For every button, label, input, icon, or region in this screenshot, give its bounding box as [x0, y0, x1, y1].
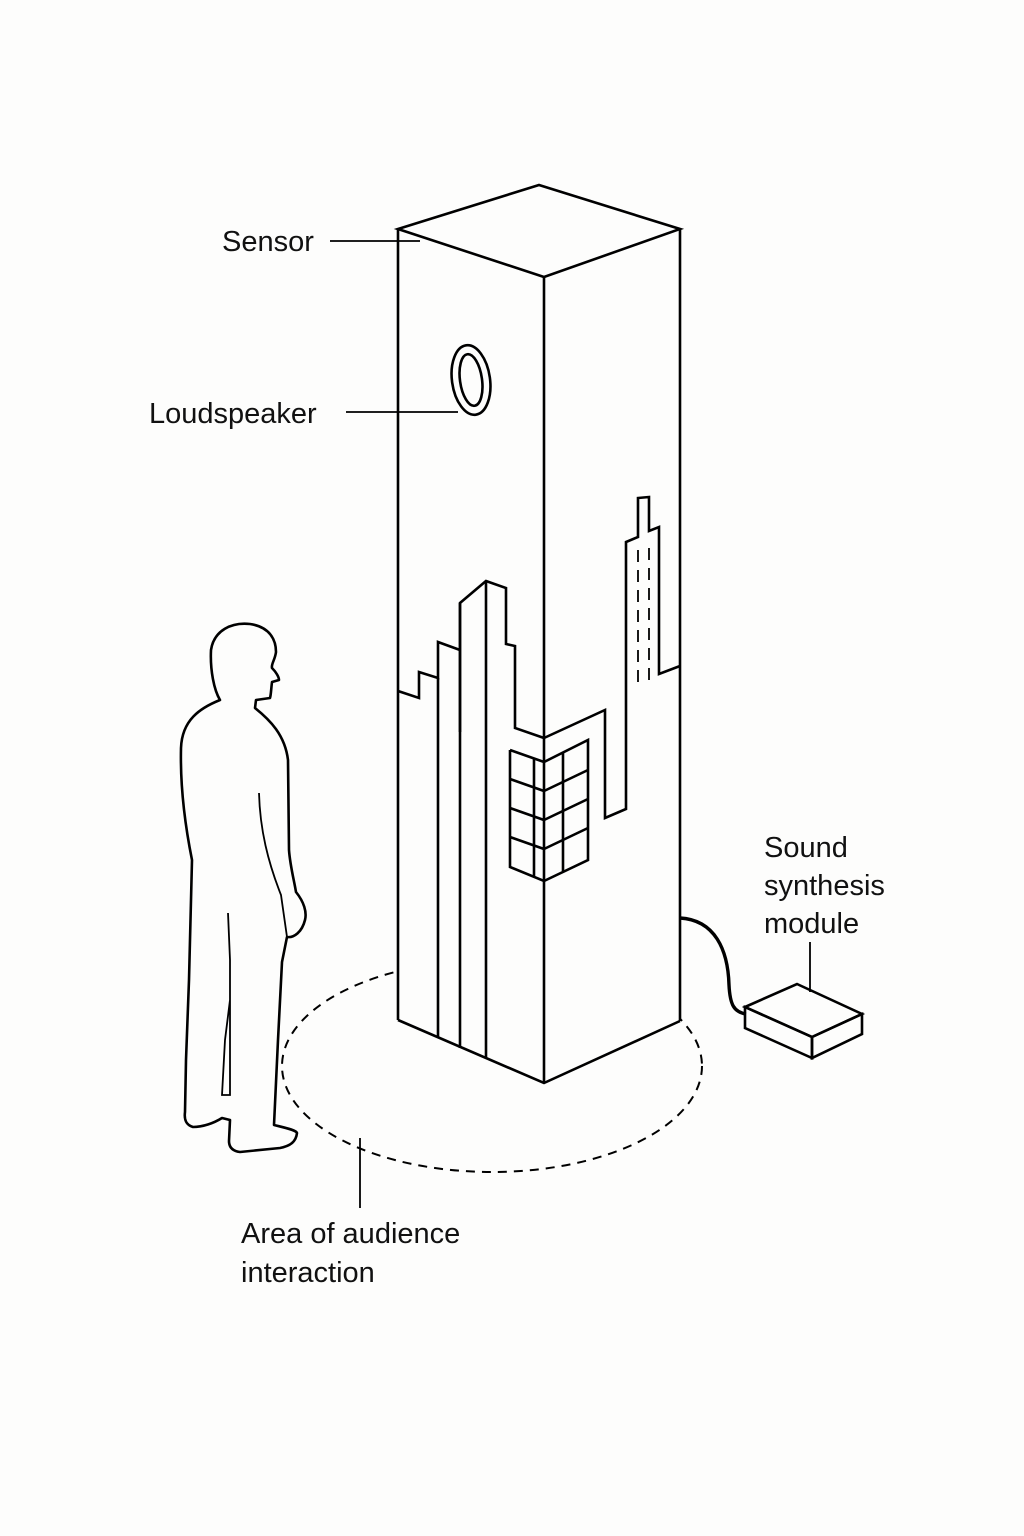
loudspeaker-icon — [450, 343, 492, 417]
skyline-left-face — [397, 579, 545, 1058]
module-label-line3: module — [764, 908, 859, 940]
corner-window-grid — [508, 737, 590, 883]
area-label-line1: Area of audience — [241, 1218, 460, 1250]
pillar-bottom-edge — [397, 1018, 681, 1085]
person-silhouette — [179, 622, 307, 1154]
module-label-line1: Sound — [764, 832, 848, 864]
sound-synthesis-module-box — [741, 982, 866, 1061]
sensor-label: Sensor — [222, 226, 314, 258]
module-label-line2: synthesis — [764, 870, 885, 902]
cable — [679, 916, 747, 1016]
audience-area-ellipse — [281, 959, 703, 1173]
person-leg-line — [221, 912, 231, 1096]
person-arm-line — [258, 792, 288, 938]
loudspeaker-label: Loudspeaker — [149, 398, 317, 430]
skyline-right-face — [543, 495, 681, 820]
area-label-line2: interaction — [241, 1257, 375, 1289]
pillar-fill — [398, 185, 680, 1083]
